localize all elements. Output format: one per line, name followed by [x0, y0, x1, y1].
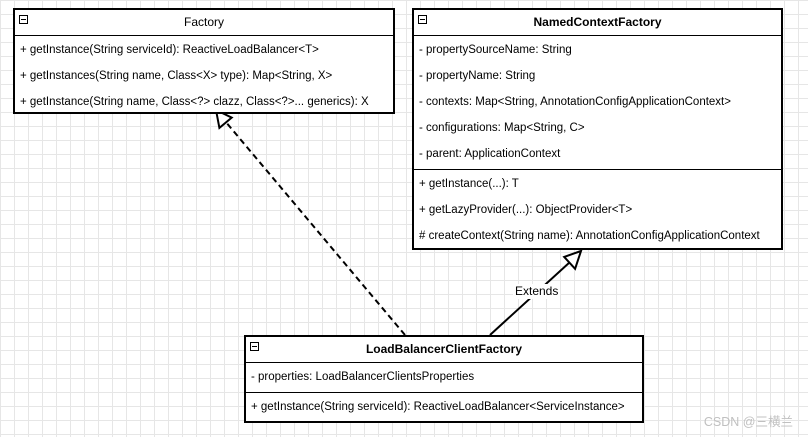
collapse-icon[interactable] [19, 15, 28, 24]
field-row: - configurations: Map<String, C> [419, 122, 585, 134]
factory-methods: + getInstance(String serviceId): Reactiv… [15, 35, 393, 117]
named-context-factory-fields: - propertySourceName: String - propertyN… [414, 35, 781, 169]
field-row: - parent: ApplicationContext [419, 148, 561, 160]
method-row: + getInstance(String serviceId): Reactiv… [251, 401, 625, 413]
realization-edge [224, 120, 406, 336]
field-row: - propertyName: String [419, 70, 536, 82]
load-balancer-client-factory-methods: + getInstance(String serviceId): Reactiv… [246, 392, 642, 422]
extends-label: Extends [513, 284, 561, 299]
named-context-factory-title: NamedContextFactory [533, 15, 662, 29]
generalization-arrowhead [562, 249, 583, 271]
named-context-factory-methods: + getInstance(...): T + getLazyProvider(… [414, 169, 781, 251]
factory-title: Factory [183, 15, 224, 29]
method-row: + getInstance(String serviceId): Reactiv… [20, 44, 319, 56]
factory-header: Factory [15, 10, 393, 35]
load-balancer-client-factory-title: LoadBalancerClientFactory [365, 342, 523, 356]
method-row: # createContext(String name): Annotation… [419, 230, 760, 242]
load-balancer-client-factory-class-box[interactable]: LoadBalancerClientFactory - properties: … [244, 335, 644, 423]
field-row: - propertySourceName: String [419, 44, 572, 56]
named-context-factory-header: NamedContextFactory [414, 10, 781, 35]
factory-class-box[interactable]: Factory + getInstance(String serviceId):… [13, 8, 395, 114]
method-row: + getInstance(...): T [419, 178, 519, 190]
named-context-factory-class-box[interactable]: NamedContextFactory - propertySourceName… [412, 8, 783, 250]
method-row: + getInstances(String name, Class<X> typ… [20, 70, 333, 82]
method-row: + getLazyProvider(...): ObjectProvider<T… [419, 204, 633, 216]
load-balancer-client-factory-header: LoadBalancerClientFactory [246, 337, 642, 362]
method-row: + getInstance(String name, Class<?> claz… [20, 96, 369, 108]
field-row: - contexts: Map<String, AnnotationConfig… [419, 96, 731, 108]
watermark: CSDN @三横兰 [703, 415, 793, 429]
collapse-icon[interactable] [418, 15, 427, 24]
collapse-icon[interactable] [250, 342, 259, 351]
field-row: - properties: LoadBalancerClientsPropert… [251, 371, 475, 383]
load-balancer-client-factory-fields: - properties: LoadBalancerClientsPropert… [246, 362, 642, 392]
